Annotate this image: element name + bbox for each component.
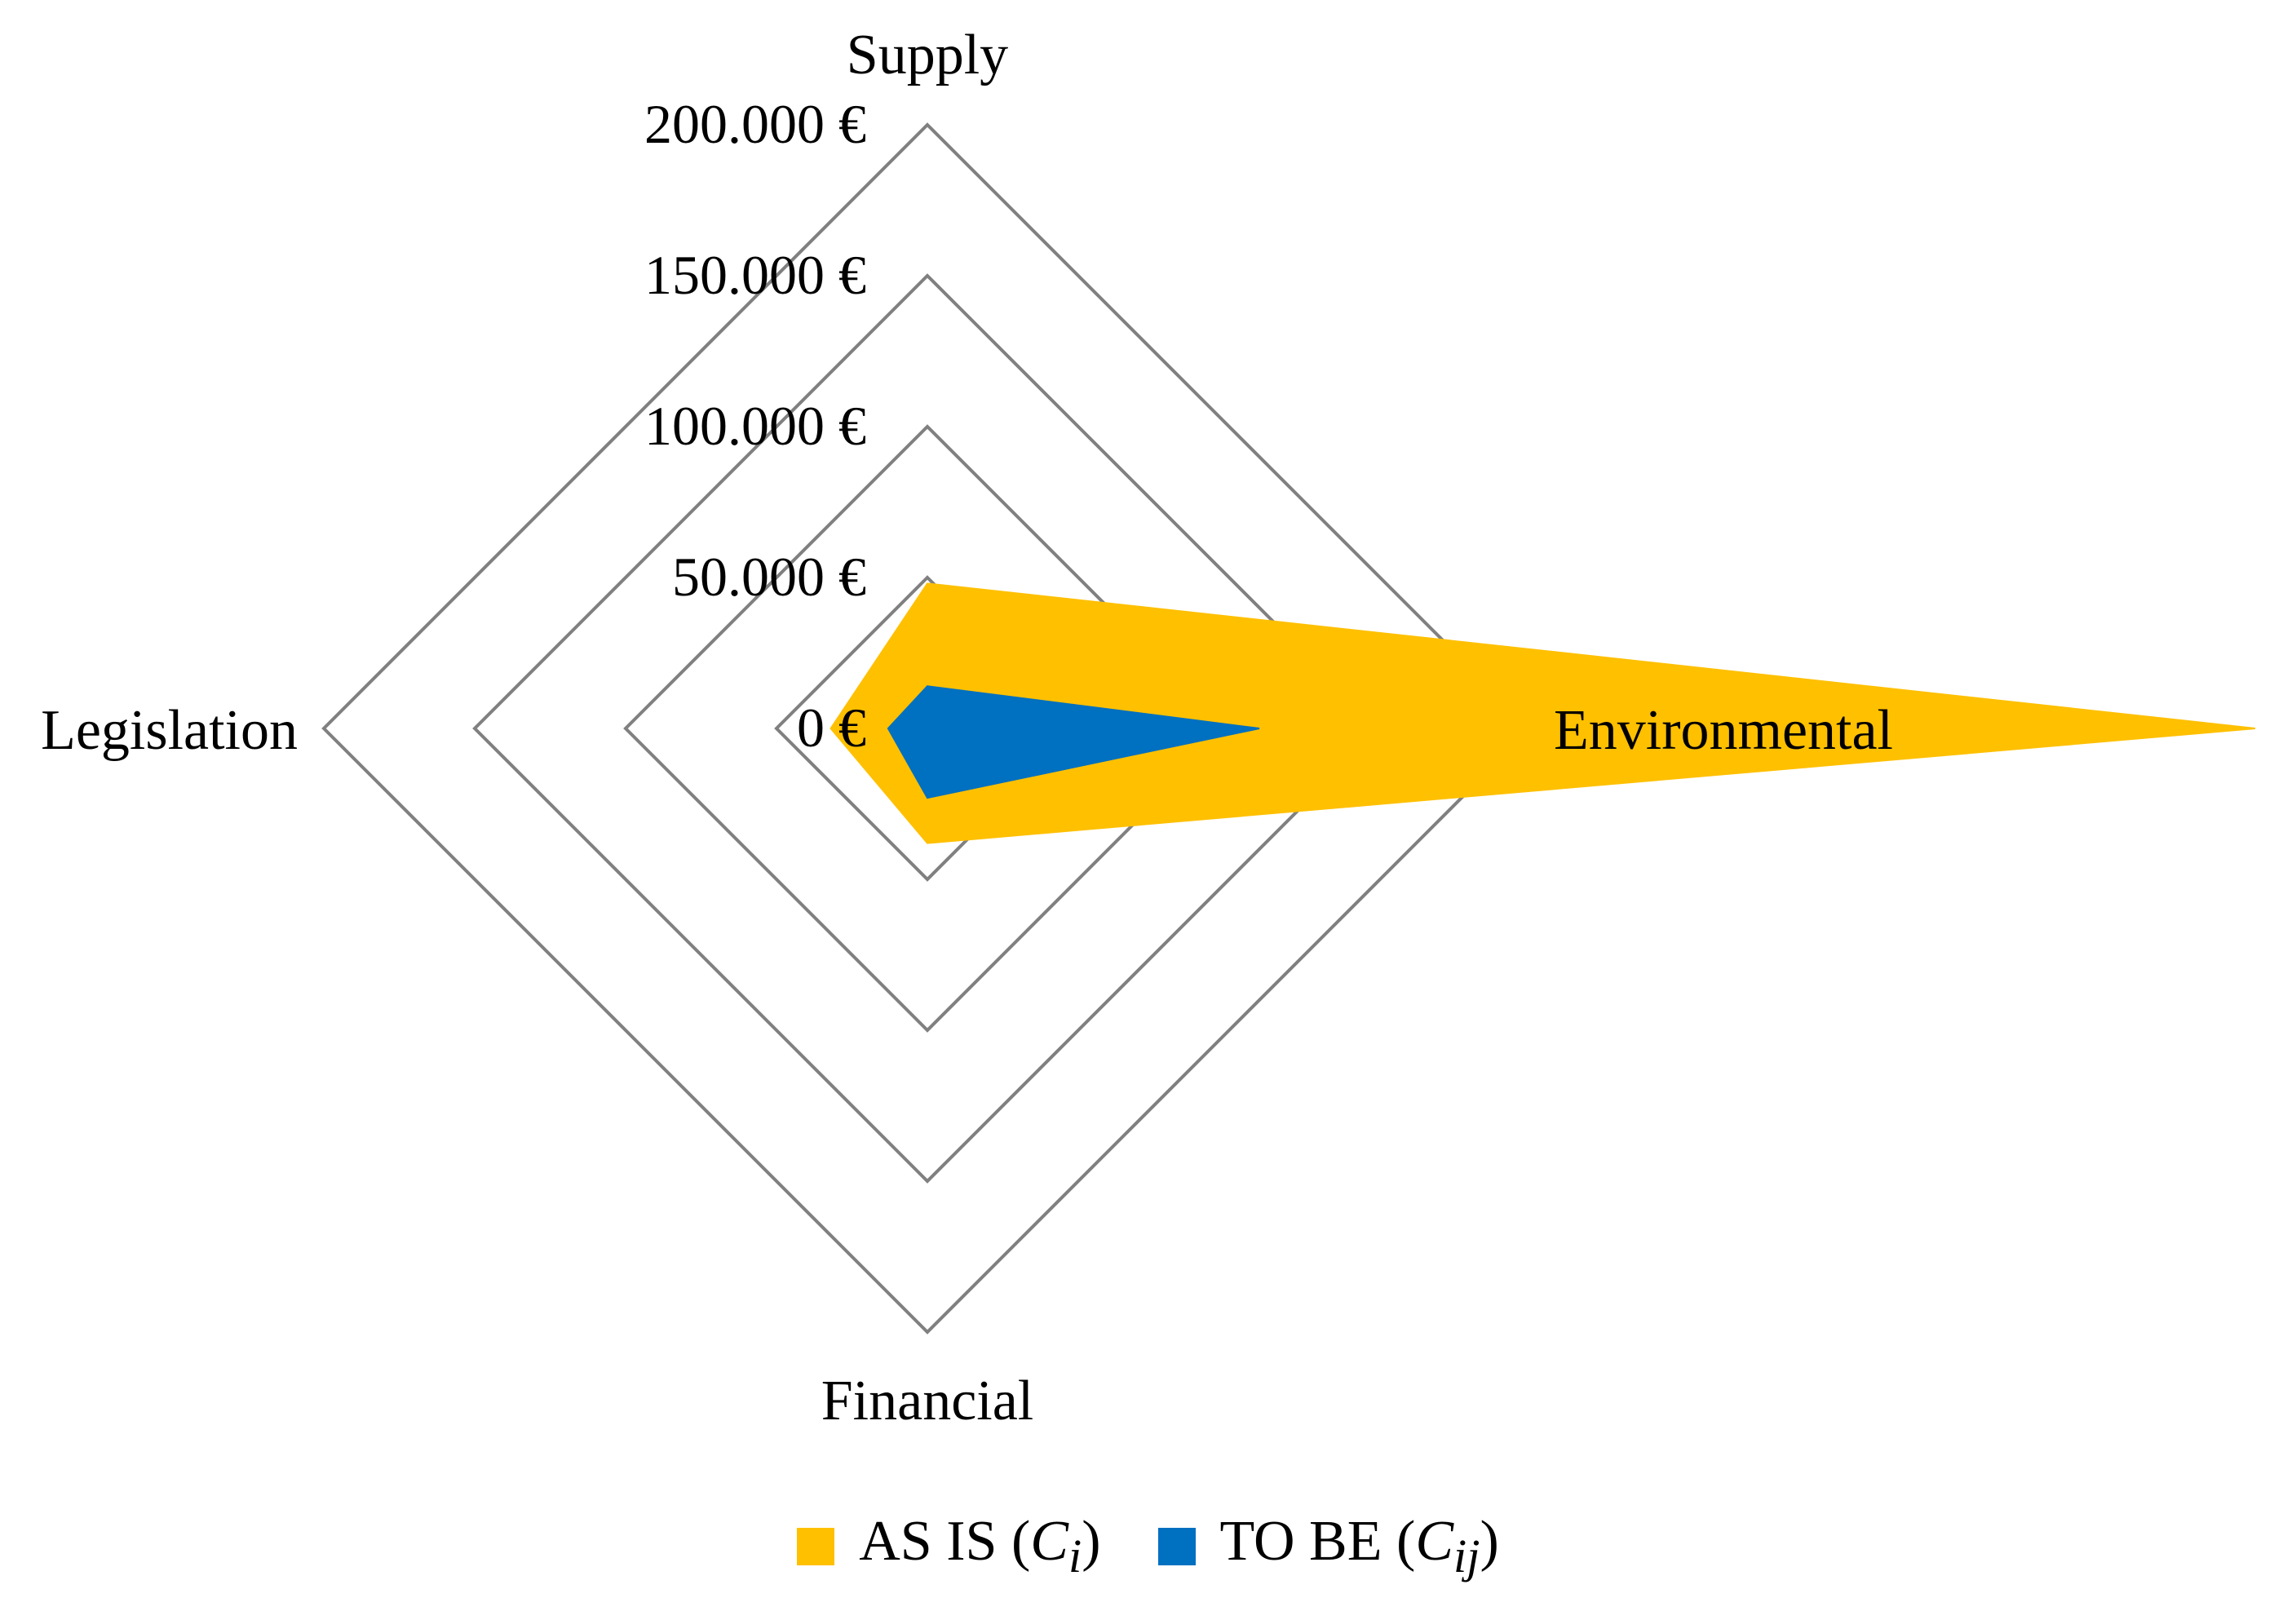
radar-labels: 0 € 50.000 € 100.000 € 150.000 € 200.000 € Su… xyxy=(41,24,1893,1432)
legend-label-as-is: AS IS (Ci) xyxy=(859,1510,1101,1582)
axis-label-environmental: Environmental xyxy=(1554,699,1893,762)
radar-series xyxy=(829,582,2256,844)
tick-label-2: 100.000 € xyxy=(644,395,866,457)
tick-label-4: 200.000 € xyxy=(644,93,866,155)
legend-item-to-be: TO BE (Cij) xyxy=(1157,1509,1499,1583)
axis-label-legislation: Legislation xyxy=(41,699,298,762)
grid-ring-4 xyxy=(321,122,1533,1335)
axis-label-financial: Financial xyxy=(821,1370,1033,1432)
legend-swatch-as-is xyxy=(797,1527,835,1565)
legend-label-to-be: TO BE (Cij) xyxy=(1219,1510,1499,1582)
series-area-1 xyxy=(887,685,1260,799)
tick-label-0: 0 € xyxy=(797,697,866,759)
legend: AS IS (Ci) TO BE (Cij) xyxy=(0,1509,2296,1583)
legend-item-as-is: AS IS (Ci) xyxy=(797,1509,1101,1583)
tick-label-3: 150.000 € xyxy=(644,244,866,306)
axis-label-supply: Supply xyxy=(847,24,1008,86)
legend-swatch-to-be xyxy=(1157,1527,1196,1565)
tick-label-1: 50.000 € xyxy=(672,546,866,608)
grid-ring-3 xyxy=(472,273,1382,1184)
series-area-0 xyxy=(829,582,2256,844)
